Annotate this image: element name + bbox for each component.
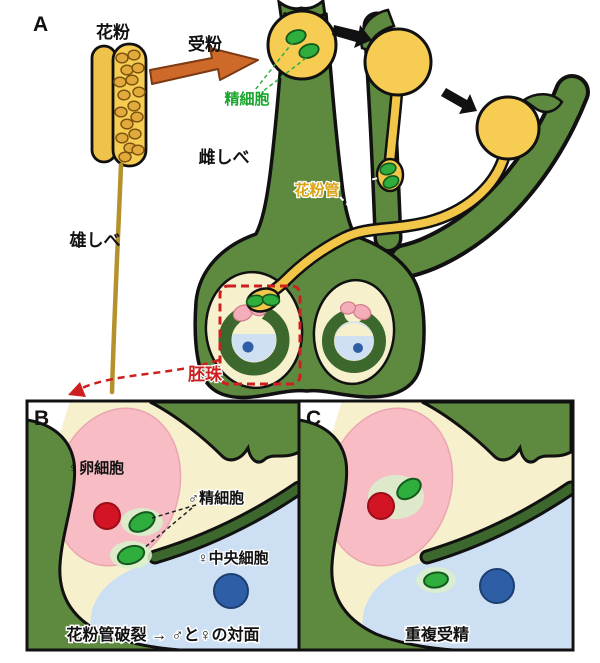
sequence-arrow-1 (332, 25, 372, 48)
pollen-tube-3 (260, 150, 509, 301)
panel-a: A 花粉 受粉 精細胞 雌しべ 花粉管 雄しべ 胚珠 (33, 0, 590, 400)
panel-c-border (297, 399, 575, 652)
panel-c-letter: C (306, 407, 321, 430)
sperm-pointer-line-1 (254, 41, 294, 91)
tube-pointer-line-1 (345, 177, 379, 187)
label-pistil: 雌しべ (199, 147, 250, 167)
sperm-cell-c1-fusing-egg (396, 477, 422, 501)
panel-b-background (27, 393, 299, 651)
pollen-tube-2 (386, 86, 401, 166)
panel-c-background (299, 393, 571, 651)
egg-cell-nucleus-c (367, 492, 395, 520)
label-sperm-cells-b: ♂精細胞 (188, 489, 244, 507)
sperm-pointer-b1 (151, 504, 197, 519)
label-ovule: 胚珠 (188, 365, 223, 384)
panel-c-content: 重複受精 C (299, 393, 571, 651)
tube-pointer-line-2 (339, 196, 367, 225)
label-pollen: 花粉 (96, 22, 130, 42)
ovule-right (322, 301, 386, 373)
sperm-cell-in-tube-1 (379, 162, 397, 176)
panel-b-caption: 花粉管破裂 → ♂と♀の対面 (67, 625, 260, 644)
label-stamen: 雄しべ (69, 230, 121, 250)
egg-cell-nucleus-b (93, 502, 121, 530)
ovule-left-upper-sac (232, 317, 276, 334)
label-pollen-tube: 花粉管 (294, 181, 339, 199)
stamen (90, 42, 148, 395)
panel-c-caption: 重複受精 (405, 625, 469, 644)
ovule-highlight-box (218, 284, 302, 386)
zoom-arrow-dashed (81, 358, 220, 390)
label-central-cell: ♀中央細胞 (197, 549, 268, 567)
sperm-pointer-line-2 (261, 57, 307, 93)
ovule-right-upper-sac (335, 322, 373, 336)
sperm-cell-2 (298, 43, 320, 59)
pollen-grain-germinated-3 (475, 95, 541, 161)
central-cell-nucleus-b (213, 573, 249, 609)
label-pollination: 受粉 (188, 34, 222, 54)
ovule-right-synergid-2 (339, 301, 357, 315)
sperm-cell-in-tube-2 (382, 175, 400, 189)
ovule-right-central-nucleus (353, 343, 363, 353)
sperm-cell-b1 (128, 511, 156, 533)
pollen-grains (113, 49, 146, 163)
filament (109, 162, 124, 395)
sperm-cell-b2 (116, 544, 146, 566)
style-3 (392, 78, 586, 275)
sperm-cell-at-ovule-2 (261, 293, 281, 307)
panel-b-content: ♀卵細胞 ♂精細胞 ♀中央細胞 花粉管破裂 → ♂と♀の対面 B (27, 393, 299, 651)
zoom-arrow-head (68, 382, 86, 397)
sperm-cell-1 (285, 29, 307, 45)
sperm-pointer-b2 (142, 507, 193, 550)
stigma-3-claw (521, 93, 564, 114)
pollen-grain-germinated-2 (363, 27, 433, 97)
central-cell-nucleus-c (479, 568, 515, 604)
panel-a-letter: A (33, 13, 48, 36)
pollen-grain-germinated-1 (266, 9, 338, 81)
label-egg-cell: ♀卵細胞 (68, 459, 124, 477)
sequence-arrow-2 (441, 88, 477, 114)
pollination-arrow (149, 47, 259, 85)
sperm-cell-c2-to-central (423, 571, 449, 589)
label-sperm-cells: 精細胞 (224, 90, 269, 108)
ovule-left-central-nucleus (242, 341, 254, 353)
panel-b-letter: B (34, 407, 49, 430)
